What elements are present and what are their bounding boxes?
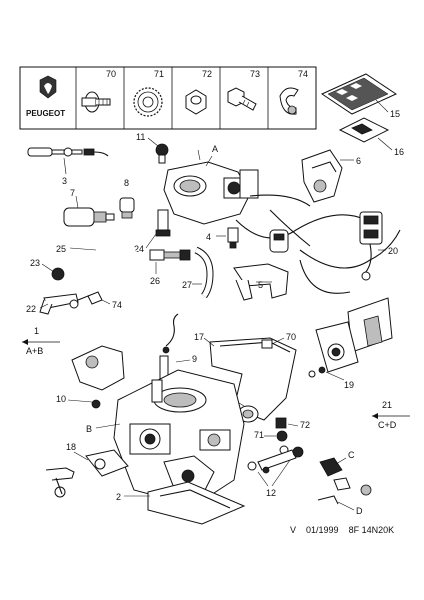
callout-6: 6 (356, 156, 361, 166)
callout-19: 19 (344, 380, 354, 390)
nut-group (275, 417, 289, 455)
brand-name: PEUGEOT (26, 109, 65, 118)
callout-16: 16 (394, 147, 404, 157)
cell-number-73: 73 (250, 69, 260, 79)
callout-C: C (348, 450, 355, 460)
callout-12: 12 (266, 488, 276, 498)
temperature-sensor (301, 149, 343, 203)
callout-D: D (356, 506, 363, 516)
callout-8: 8 (124, 178, 129, 188)
ecu-bracket (338, 117, 390, 143)
callout-15: 15 (390, 109, 400, 119)
cell-number-72: 72 (202, 69, 212, 79)
callout-26: 26 (150, 276, 160, 286)
wiring-loom (235, 194, 401, 294)
callout-21: 21 (382, 400, 392, 410)
hose-fitting (155, 209, 171, 237)
accelerator-pump (71, 345, 125, 409)
callout-11: 11 (136, 132, 145, 142)
header-panel: PEUGEOT 70 71 72 73 74 (19, 66, 317, 130)
callout-27: 27 (182, 280, 192, 290)
insulator-plate (147, 481, 246, 525)
callout-24: 24 (134, 244, 144, 254)
footer-version: V (290, 525, 297, 535)
diagram-footer: V 01/1999 8F 14N20K (290, 525, 420, 535)
peugeot-logo: PEUGEOT (26, 75, 65, 118)
base-gasket (45, 449, 129, 498)
throttle-body (163, 149, 259, 225)
base-screws (247, 446, 304, 474)
callout-20: 20 (388, 246, 398, 256)
callout-22: 22 (26, 304, 36, 314)
vacuum-connector (119, 197, 135, 219)
sensor-plug (269, 229, 289, 253)
callout-A: A (212, 144, 218, 154)
callout-18: 18 (66, 442, 76, 452)
callout-72: 72 (300, 420, 310, 430)
callout-10: 10 (56, 394, 66, 404)
carburettor-body (113, 369, 245, 507)
linkage-rod (27, 147, 109, 157)
callout-7: 7 (70, 188, 75, 198)
bolt-icon (227, 87, 257, 111)
reference-a-plus-b: A+B (26, 346, 43, 356)
footer-date: 01/1999 (306, 525, 339, 535)
fuel-hose (93, 230, 155, 273)
mounting-screw (155, 143, 169, 164)
callout-2: 2 (116, 492, 121, 502)
inline-connector (149, 249, 191, 261)
cell-number-70: 70 (106, 69, 116, 79)
reference-c-plus-d: C+D (378, 420, 397, 430)
return-hose (194, 246, 214, 299)
clip-icon (279, 87, 299, 115)
fuel-filter (63, 207, 115, 227)
idle-jet (227, 227, 239, 249)
callout-9: 9 (192, 354, 197, 364)
serrated-washer-icon (133, 87, 163, 117)
callout-4: 4 (206, 232, 211, 242)
callout-74: 74 (112, 300, 122, 310)
support-bracket (233, 263, 289, 301)
callout-B: B (86, 424, 92, 434)
clip-set (317, 457, 372, 505)
ecu-module (320, 73, 398, 115)
callout-25: 25 (56, 244, 66, 254)
callout-3: 3 (62, 176, 67, 186)
callout-1: 1 (34, 326, 39, 336)
callout-23: 23 (30, 258, 40, 268)
small-clip (87, 291, 103, 305)
heat-shield-cone (308, 297, 393, 378)
cell-number-71: 71 (154, 69, 164, 79)
hex-nut-icon (185, 89, 207, 115)
footer-reference: 8F 14N20K (348, 525, 395, 535)
throttle-lever (39, 267, 93, 315)
callout-71: 71 (254, 430, 264, 440)
callout-17: 17 (194, 332, 204, 342)
callout-70: 70 (286, 332, 296, 342)
screw-with-washer-icon (81, 91, 111, 113)
callout-5: 5 (258, 280, 263, 290)
cell-number-74: 74 (298, 69, 308, 79)
electrical-connector (359, 211, 383, 281)
air-box-cover (209, 337, 297, 421)
